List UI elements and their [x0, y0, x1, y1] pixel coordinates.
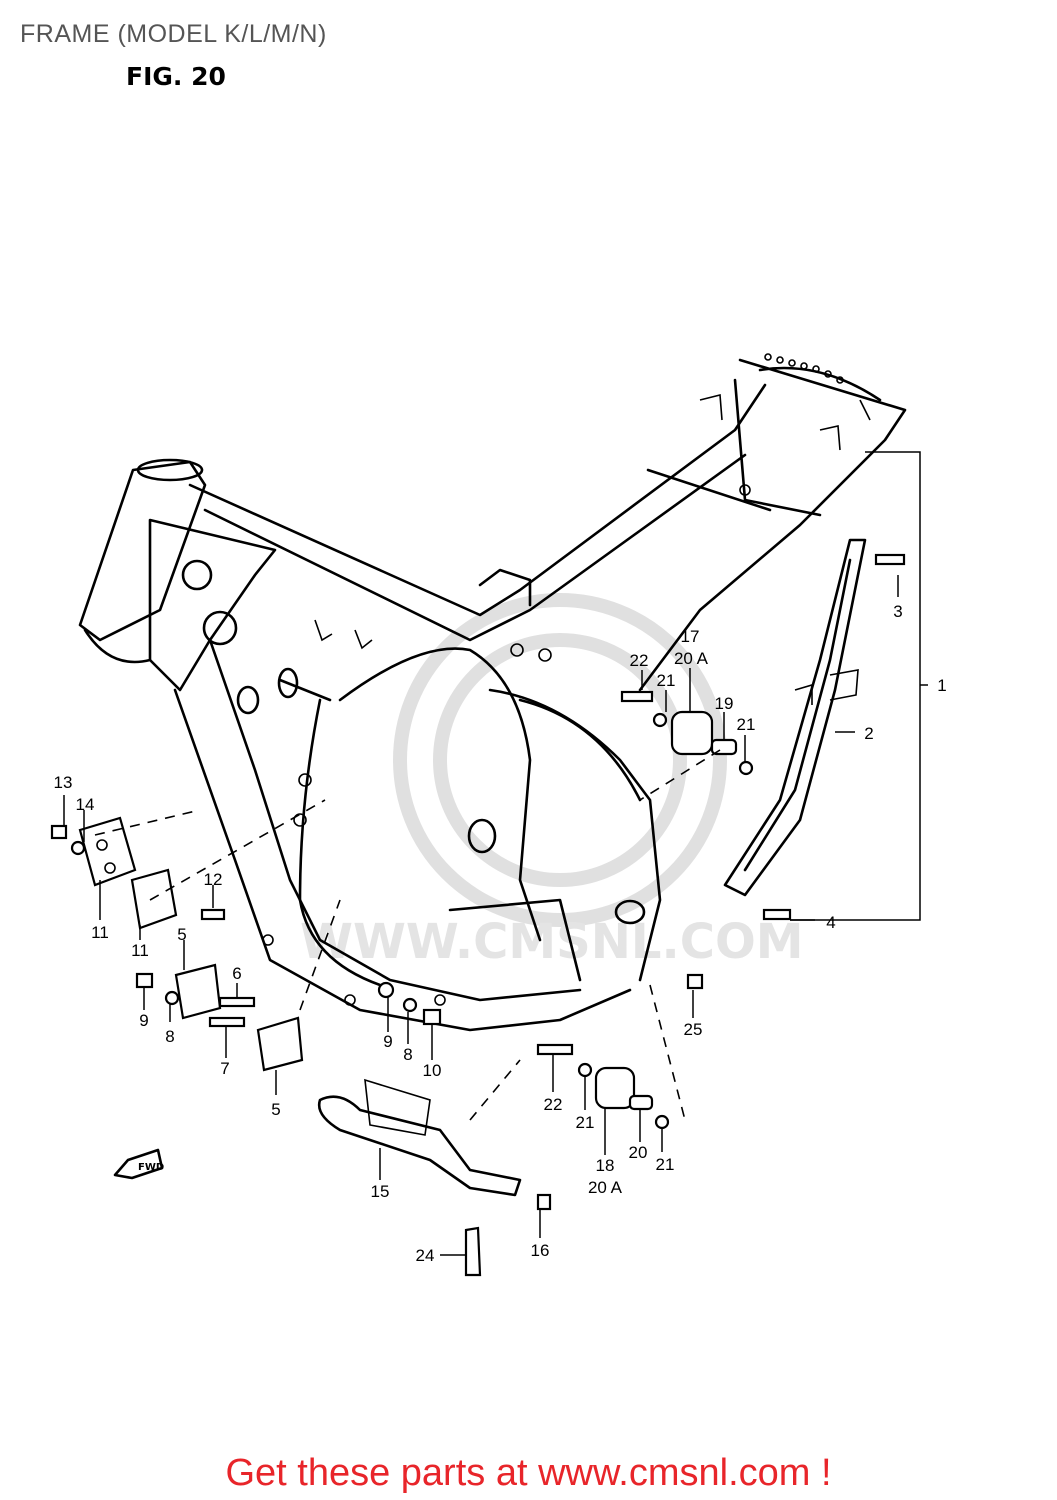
- callout-13: 13: [54, 773, 73, 792]
- bolt-12: [200, 908, 226, 921]
- bushing-18: [594, 1066, 636, 1110]
- washer-21d: [654, 1114, 670, 1130]
- washer-21c: [577, 1062, 593, 1078]
- part-callouts: 1 2 3 4 5 5 6 7 8 8 9 9 10 11 11 12 13 1…: [54, 602, 947, 1265]
- callout-4: 4: [826, 913, 835, 932]
- callout-22b: 22: [544, 1095, 563, 1114]
- washer-21b: [738, 760, 754, 776]
- clamp-24: [464, 1226, 482, 1277]
- callout-20: 20: [629, 1143, 648, 1162]
- callout-6: 6: [232, 964, 241, 983]
- bolt-6: [218, 996, 256, 1008]
- callout-22a: 22: [630, 651, 649, 670]
- footer-parts-link[interactable]: Get these parts at www.cmsnl.com !: [225, 1452, 832, 1494]
- bolt-22: [620, 690, 654, 703]
- callout-9b: 9: [383, 1032, 392, 1051]
- fwd-arrow-icon: FWD: [113, 1148, 164, 1180]
- bracket-part-1: [790, 451, 921, 921]
- nut-9: [135, 972, 154, 989]
- callout-11b: 11: [131, 941, 149, 960]
- figure-number: FIG. 20: [126, 62, 226, 91]
- washer-21a: [652, 712, 668, 728]
- washer-8: [164, 990, 180, 1006]
- callout-7: 7: [220, 1059, 229, 1078]
- mount-plate-5b: [256, 1016, 304, 1072]
- callout-8b: 8: [403, 1045, 412, 1064]
- callout-5a: 5: [177, 925, 186, 944]
- callout-18: 18: [596, 1156, 615, 1175]
- page-title: FRAME (MODEL K/L/M/N): [20, 20, 327, 48]
- callout-19: 19: [715, 694, 734, 713]
- bolt-22b: [536, 1043, 574, 1056]
- bolt-4: [762, 908, 792, 921]
- callout-9a: 9: [139, 1011, 148, 1030]
- callout-10: 10: [423, 1061, 442, 1080]
- nut-25: [686, 973, 704, 990]
- callout-11a: 11: [91, 923, 109, 942]
- callout-20a-bottom: 20 A: [588, 1178, 623, 1197]
- watermark-text: WWW.CMSNL.COM: [300, 914, 804, 970]
- callout-16: 16: [531, 1241, 550, 1260]
- callout-20a-top: 20 A: [674, 649, 709, 668]
- washer-14: [70, 840, 86, 856]
- collar-10: [422, 1008, 442, 1026]
- nut-9b: [377, 981, 395, 999]
- mount-plate-11b: [130, 868, 178, 930]
- sub-frame-part: [723, 538, 867, 897]
- bolt-3: [874, 553, 906, 566]
- callout-12: 12: [204, 870, 223, 889]
- callout-2: 2: [864, 724, 873, 743]
- callout-25: 25: [684, 1020, 703, 1039]
- bolt-16: [536, 1193, 552, 1211]
- skid-plate-part: [317, 1078, 552, 1277]
- svg-text:FWD: FWD: [138, 1162, 164, 1173]
- collar-20: [628, 1094, 654, 1111]
- bushing-17: [670, 710, 714, 756]
- bolt-7: [208, 1016, 246, 1028]
- callout-14: 14: [76, 795, 95, 814]
- callout-21c: 21: [576, 1113, 595, 1132]
- watermark-logo: WWW.CMSNL.COM: [300, 593, 804, 970]
- mount-plate-5a: [174, 963, 222, 1020]
- callout-21b: 21: [737, 715, 756, 734]
- callout-24: 24: [416, 1246, 435, 1265]
- alignment-lines: [94, 749, 721, 1121]
- callout-8a: 8: [165, 1027, 174, 1046]
- callout-21d: 21: [656, 1155, 675, 1174]
- callout-3: 3: [893, 602, 902, 621]
- callout-17: 17: [681, 627, 700, 646]
- callout-5b: 5: [271, 1100, 280, 1119]
- callout-21a: 21: [657, 671, 676, 690]
- callout-15: 15: [371, 1182, 390, 1201]
- callout-1: 1: [937, 676, 946, 695]
- mount-plate-11a: [78, 816, 137, 887]
- washer-8b: [402, 997, 418, 1013]
- nut-13: [50, 824, 68, 840]
- main-frame: [78, 353, 907, 1032]
